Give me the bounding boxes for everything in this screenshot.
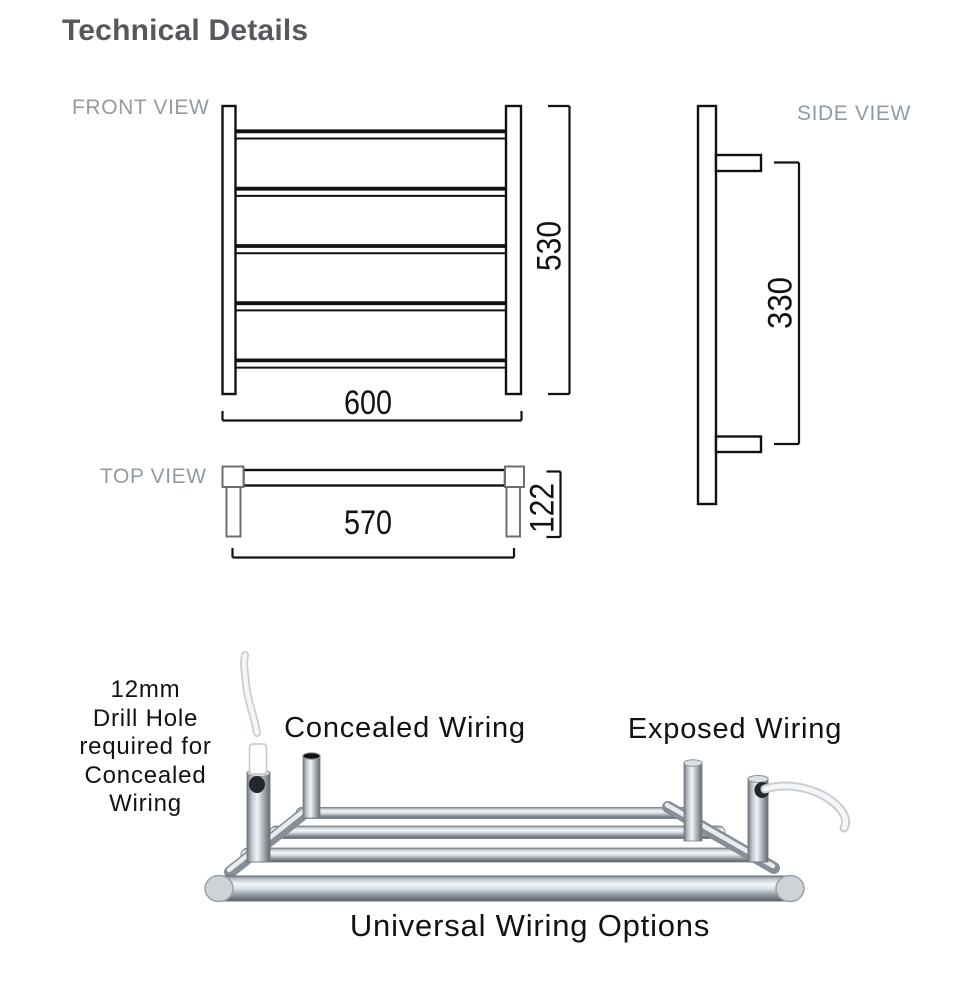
drill-note-line: Concealed xyxy=(84,761,207,789)
photo-front-bar xyxy=(204,874,805,903)
cable-plug xyxy=(248,743,268,775)
side-bottom-bracket xyxy=(714,435,763,454)
photo-towel-bars xyxy=(240,807,761,863)
technical-drawings: FRONT VIEW 530 600 xyxy=(72,96,911,559)
top-rail-tube xyxy=(242,468,507,487)
page-title: Technical Details xyxy=(62,14,309,47)
top-left-bracket xyxy=(225,486,242,538)
top-depth-value: 122 xyxy=(524,483,562,533)
front-width-value: 600 xyxy=(344,384,392,422)
top-left-post-end xyxy=(221,465,245,488)
side-view-drawing: SIDE VIEW 330 xyxy=(696,102,911,506)
photo-right-end-cap xyxy=(775,874,805,903)
top-depth-dimension: 122 xyxy=(524,470,562,539)
drill-note-line: Wiring xyxy=(109,790,182,817)
front-left-post xyxy=(221,104,237,396)
top-right-bracket xyxy=(505,486,521,538)
front-view-label: FRONT VIEW xyxy=(72,96,209,119)
drill-note-line: 12mm xyxy=(110,676,181,703)
photo-back-left-post xyxy=(302,752,321,819)
towel-rail-photo xyxy=(204,651,851,903)
side-top-bracket xyxy=(714,153,763,173)
front-right-post xyxy=(504,104,523,396)
top-view-label: TOP VIEW xyxy=(100,465,207,488)
side-bracket-dimension: 330 xyxy=(762,161,801,446)
photo-left-end-cap xyxy=(204,874,234,903)
concealed-wiring-label: Concealed Wiring xyxy=(284,712,526,744)
towel-bars xyxy=(235,129,506,369)
drill-note-line: Drill Hole xyxy=(92,704,199,732)
front-width-dimension: 600 xyxy=(221,384,523,422)
drill-note-line: required for xyxy=(79,733,212,760)
photo-concealed-post xyxy=(240,651,271,863)
top-right-post-end xyxy=(504,465,525,488)
exposed-cable xyxy=(760,781,851,833)
wiring-options-caption: Universal Wiring Options xyxy=(349,908,711,943)
photo-back-right-post xyxy=(683,759,703,842)
top-view-drawing: TOP VIEW 570 122 xyxy=(100,465,562,559)
side-view-label: SIDE VIEW xyxy=(797,102,911,125)
top-width-value: 570 xyxy=(344,504,392,542)
side-post xyxy=(696,104,718,506)
front-height-value: 530 xyxy=(531,221,569,271)
side-bracket-value: 330 xyxy=(762,277,800,329)
drill-hole xyxy=(249,776,265,793)
drill-note: 12mm Drill Hole required for Concealed W… xyxy=(53,676,238,819)
top-width-dimension: 570 xyxy=(231,504,516,559)
exposed-wiring-label: Exposed Wiring xyxy=(627,713,843,745)
front-height-dimension: 530 xyxy=(531,104,571,396)
front-view-drawing: FRONT VIEW 530 600 xyxy=(72,96,571,422)
photo-exposed-post xyxy=(747,775,851,863)
